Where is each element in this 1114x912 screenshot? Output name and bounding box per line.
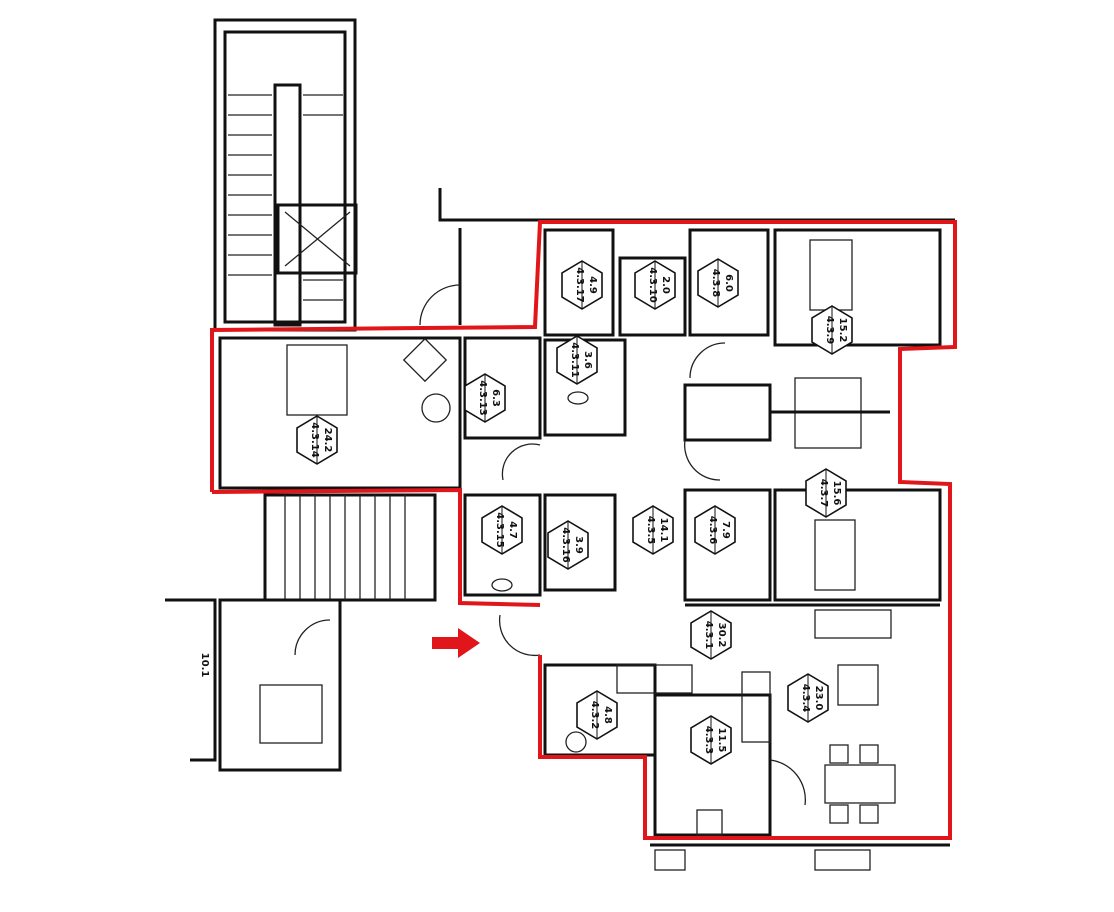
room-number: 4.3.17 [574,267,585,302]
room-area: 7.9 [720,521,731,539]
room-area: 4.7 [507,521,518,539]
walls [165,18,955,871]
room-area: 3.9 [573,536,584,554]
room-area: 14.1 [658,518,669,543]
outline-segment [211,487,541,607]
room-area: 11.5 [716,728,727,753]
room-area: 4.8 [602,706,613,724]
room-area: 24.2 [322,428,333,453]
room-number: 4.3.2 [589,701,600,730]
room-number: 4.3.1 [703,621,714,650]
external-label: 10.1 [199,653,210,678]
room-area: 15.2 [837,318,848,343]
apartment-outline [210,220,957,840]
room-area: 3.6 [582,351,593,369]
room-number: 4.3.13 [477,380,488,415]
room-number: 4.3.5 [645,516,656,545]
room-number: 4.3.9 [824,316,835,345]
room-number: 4.3.7 [818,479,829,508]
room-number: 4.3.16 [560,527,571,562]
room-number: 4.3.3 [703,726,714,755]
room-number: 4.3.11 [569,342,580,377]
room-area: 6.3 [490,389,501,407]
room-area: 23.0 [813,686,824,711]
room-number: 4.3.15 [494,512,505,547]
room-number: 4.3.14 [309,422,320,457]
room-area: 4.9 [587,276,598,294]
elevator [276,203,358,275]
room-area: 6.0 [723,274,734,292]
outline-segment [210,220,957,840]
room-area: 2.0 [660,276,671,294]
room-number: 4.3.8 [710,269,721,298]
room-number: 4.3.6 [707,516,718,545]
room-area: 30.2 [716,623,727,648]
room-area: 15.6 [831,481,842,506]
room-number: 4.3.10 [647,267,658,302]
entrance-arrow [432,628,480,658]
room-number: 4.3.4 [800,684,811,713]
